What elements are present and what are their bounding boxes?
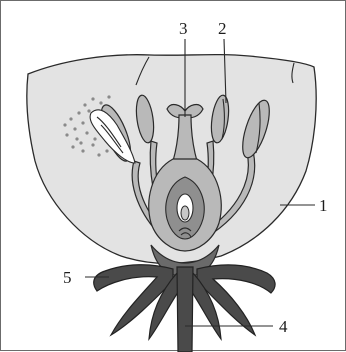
label-stamen: 2 [218,19,227,38]
ovule-core [181,206,189,220]
label-pedicel: 4 [279,317,288,336]
label-sepal: 5 [63,268,72,287]
label-petal: 1 [319,196,328,215]
pedicel-stem [177,267,193,352]
label-pistil: 3 [179,19,188,38]
